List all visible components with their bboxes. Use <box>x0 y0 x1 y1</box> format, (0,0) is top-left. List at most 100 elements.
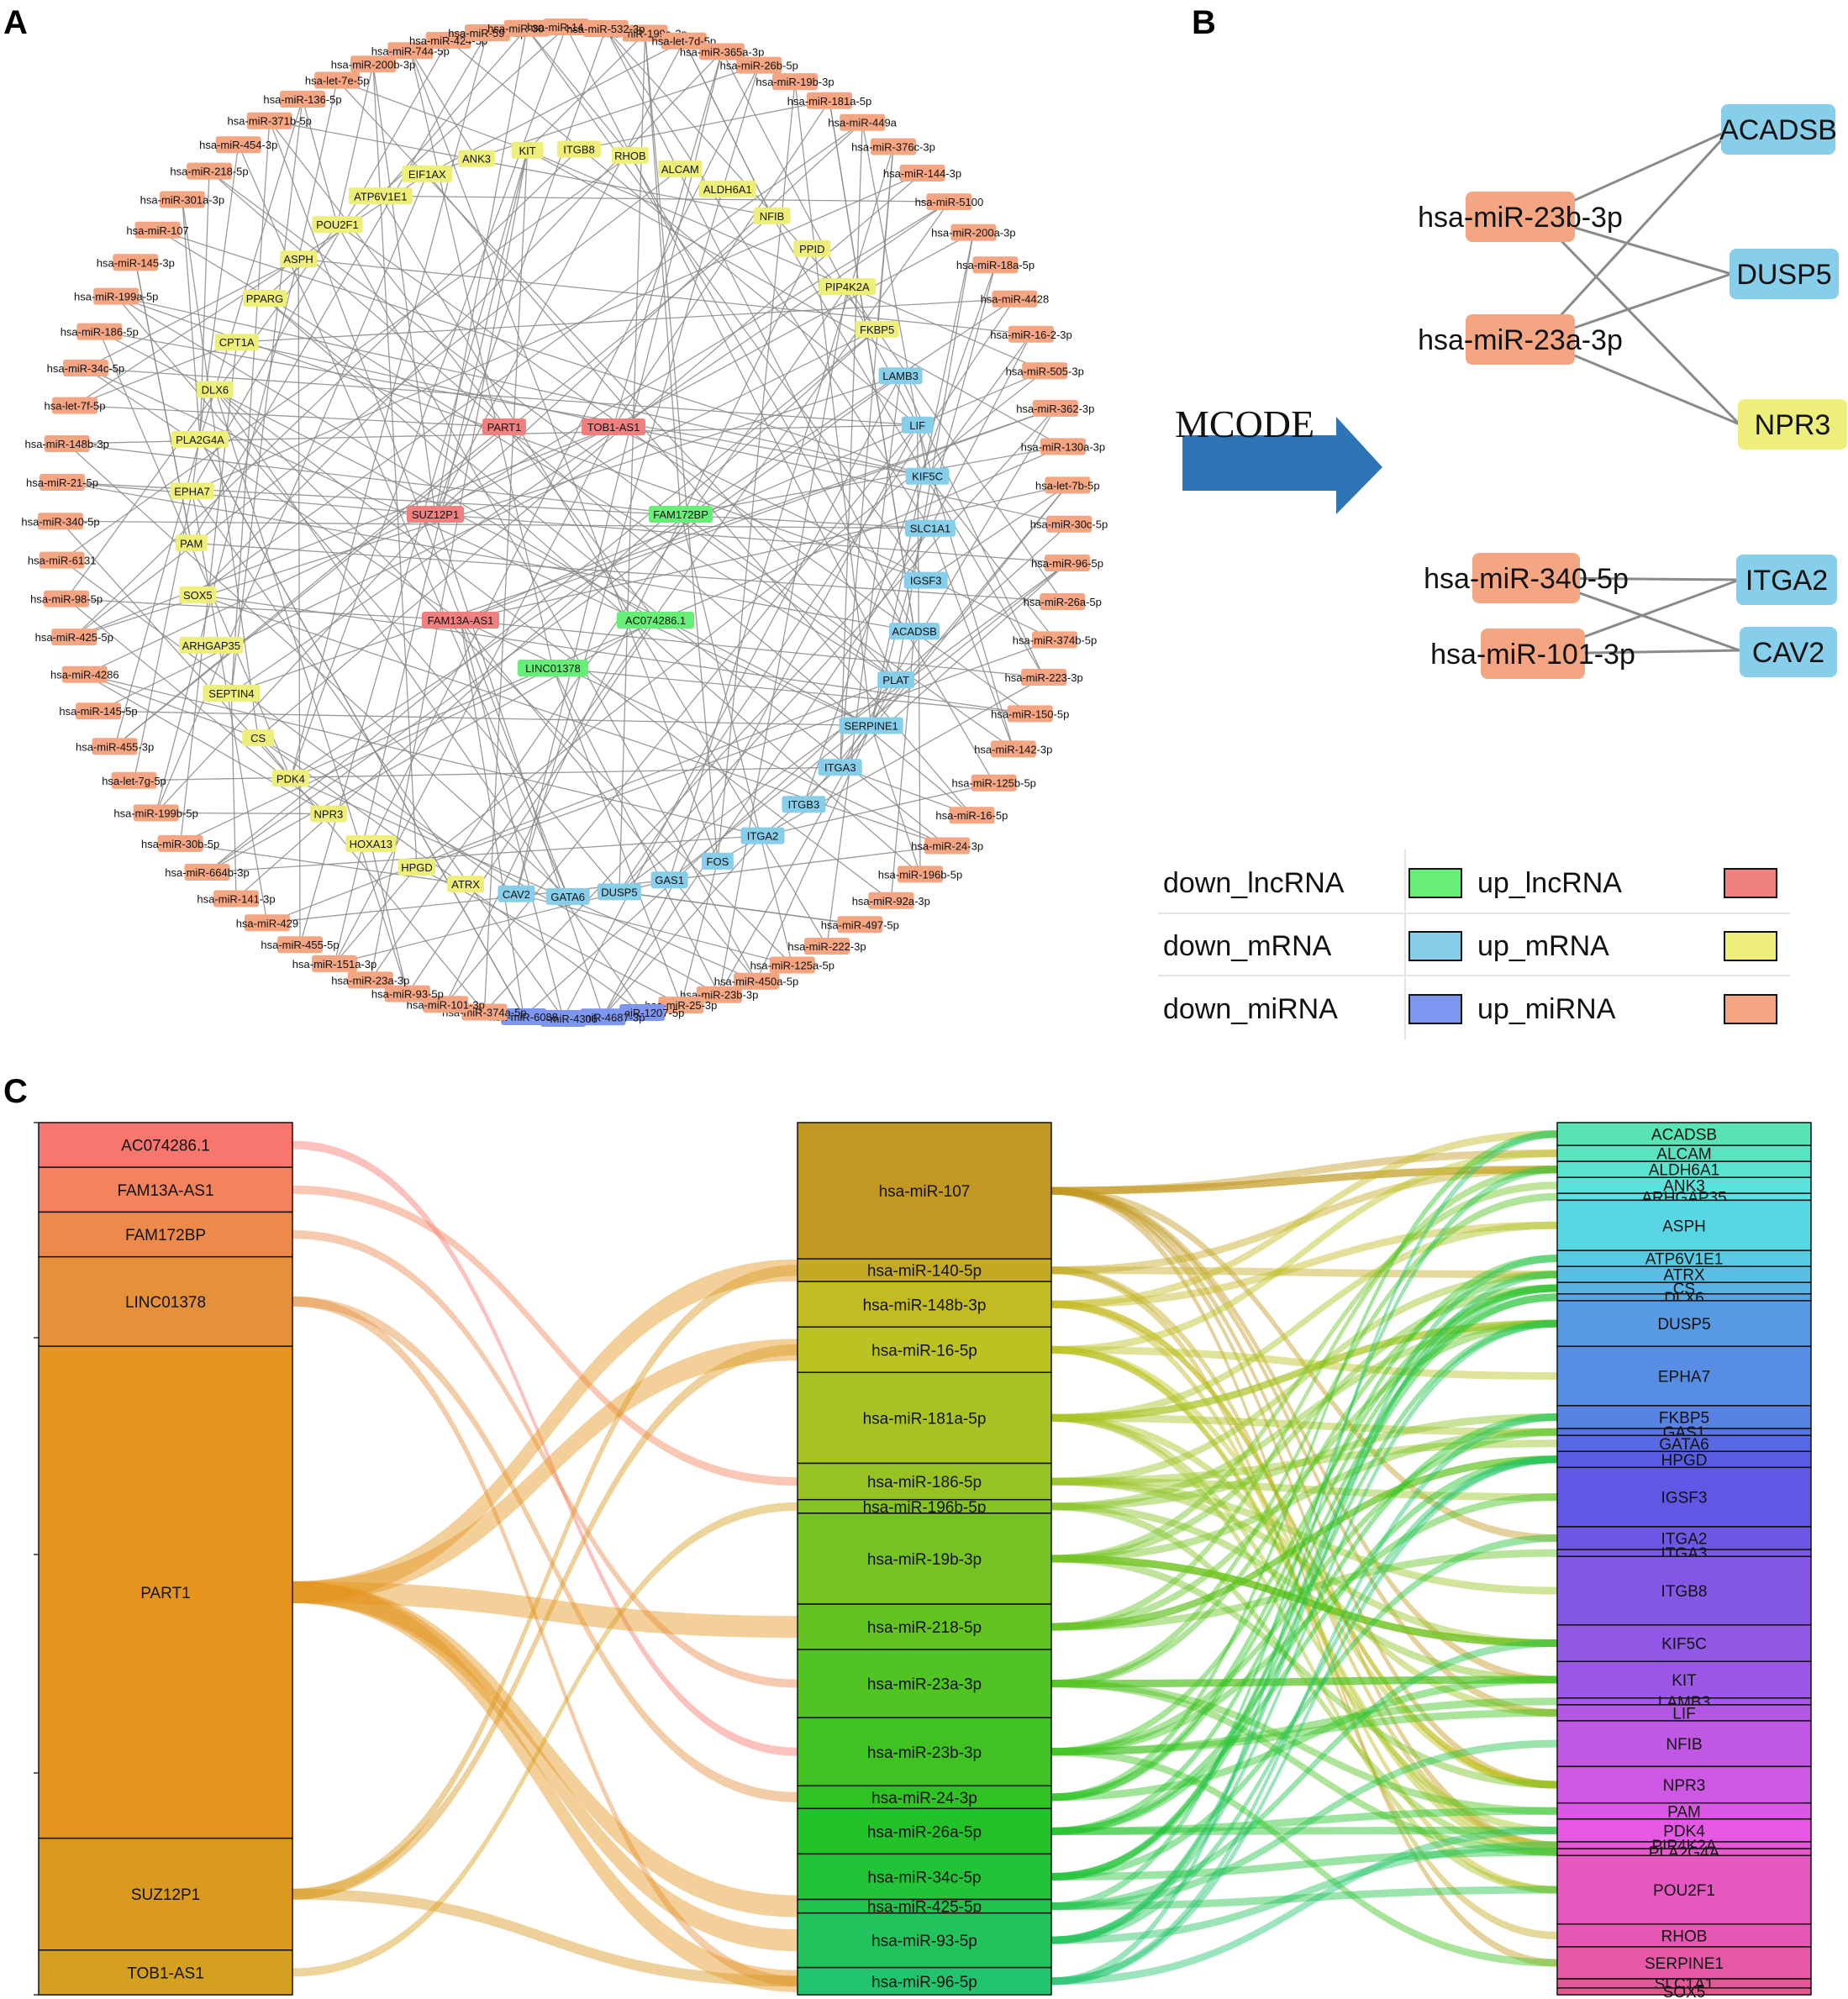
sankey-flow <box>1051 1149 1557 1195</box>
mcode-node-box <box>1466 192 1575 242</box>
network-edge <box>114 426 505 747</box>
node-label: NPR3 <box>314 808 344 821</box>
mcode-node-label: hsa-miR-101-3p <box>1430 639 1635 671</box>
node-box <box>1040 593 1086 610</box>
network-edge <box>613 426 1056 640</box>
node-label: ITGA3 <box>824 761 856 774</box>
node-box <box>214 334 259 351</box>
node-hsa-mir-186-5p: hsa-miR-186-5p <box>61 323 139 340</box>
sankey-flow <box>1051 1477 1557 1648</box>
network-edge <box>191 32 488 544</box>
legend-label-up-lncrna: up_lncRNA <box>1477 867 1622 899</box>
network-edge <box>846 286 1063 602</box>
node-box <box>1032 631 1077 649</box>
sankey-node-label: HPGD <box>1661 1452 1708 1470</box>
node-label: PLA2G4A <box>176 434 224 446</box>
sankey-ribbons <box>292 1130 1557 1992</box>
sankey-flow <box>1051 1130 1557 1802</box>
network-edge <box>434 201 950 515</box>
sankey-flow <box>1051 1675 1557 1688</box>
sankey-node-box <box>797 1603 1052 1650</box>
node-box <box>280 250 318 268</box>
node-box <box>1032 399 1078 417</box>
node-label: hsa-miR-150-5p <box>991 708 1069 720</box>
network-edge <box>191 491 268 923</box>
node-lif: LIF <box>901 416 934 434</box>
network-edge <box>236 298 1015 343</box>
sankey-node-box <box>1556 1624 1812 1663</box>
sankey-node-label: ASPH <box>1662 1218 1706 1235</box>
mcode-node-box <box>1736 555 1837 605</box>
sankey-node-box <box>797 1258 1052 1282</box>
network-edge <box>214 389 643 1013</box>
node-hsa-mir-199b-5p: hsa-miR-199b-5p <box>113 804 198 822</box>
sankey-flow <box>1051 1270 1557 1688</box>
sankey-node-fam172bp: FAM172BP <box>38 1211 293 1258</box>
sankey-node-part1: PART1 <box>38 1345 293 1839</box>
node-hsa-let-7e-5p: hsa-let-7e-5p <box>305 71 370 89</box>
sankey-node-label: hsa-miR-93-5p <box>871 1933 977 1950</box>
node-label: hsa-miR-26b-5p <box>720 60 798 72</box>
node-label: FAM172BP <box>653 508 708 521</box>
node-hsa-mir-93-5p: hsa-miR-93-5p <box>371 985 444 1002</box>
sankey-flow <box>1051 1554 1557 1648</box>
node-hsa-mir-30c-5p: hsa-miR-30c-5p <box>1030 515 1108 533</box>
sankey-flow <box>1051 1165 1557 1275</box>
node-label: hsa-miR-425-5p <box>35 631 113 644</box>
sankey-node-pou2f1: POU2F1 <box>1556 1854 1812 1925</box>
node-box <box>309 805 347 823</box>
network-edge <box>409 50 719 862</box>
node-sox5: SOX5 <box>179 586 217 603</box>
sankey-flow <box>1051 1428 1557 1756</box>
sankey-flow <box>1051 1221 1557 1422</box>
node-box <box>184 864 230 881</box>
node-label: hsa-miR-371b-5p <box>227 115 311 128</box>
sankey-flow <box>1051 1554 1557 1648</box>
network-edge <box>552 667 682 1006</box>
node-box <box>314 71 361 89</box>
network-edge <box>191 542 1063 602</box>
network-edge <box>870 725 921 875</box>
sankey-node-pam: PAM <box>1556 1802 1812 1821</box>
sankey-flow <box>1051 1165 1557 1195</box>
network-edge <box>380 195 950 203</box>
node-label: FKBP5 <box>860 324 894 336</box>
network-edge <box>98 331 292 779</box>
node-label: ARHGAP35 <box>182 639 240 652</box>
sankey-flow <box>1051 1455 1557 1631</box>
sankey-node-label: hsa-miR-19b-3p <box>867 1551 982 1569</box>
network-edge <box>334 426 614 965</box>
network-edge <box>619 891 861 925</box>
panel-c-letter: C <box>3 1073 28 1110</box>
sankey-node-box <box>38 1122 293 1168</box>
network-edge <box>99 330 928 477</box>
sankey-flow <box>1051 1186 1557 1717</box>
network-edge <box>562 375 902 1019</box>
sankey-flow <box>1051 1493 1557 1756</box>
node-box <box>196 381 234 398</box>
legend-label-down-lncrna: down_lncRNA <box>1163 867 1345 899</box>
network-edge <box>115 296 656 621</box>
node-label: ATRX <box>451 878 480 891</box>
node-hsa-mir-130a-3p: hsa-miR-130a-3p <box>1021 438 1105 455</box>
network-edge <box>180 843 466 885</box>
sankey-flow <box>1051 1165 1557 1911</box>
node-label: CS <box>250 732 266 744</box>
sankey-node-label: POU2F1 <box>1653 1882 1715 1900</box>
node-box <box>740 827 785 844</box>
node-label: hsa-miR-362-3p <box>1016 402 1094 415</box>
network-edge <box>114 215 772 747</box>
sankey-node-label: IGSF3 <box>1661 1490 1708 1507</box>
node-hsa-mir-150-5p: hsa-miR-150-5p <box>991 705 1069 723</box>
sankey-node-label: hsa-miR-24-3p <box>871 1790 977 1807</box>
node-label: PLAT <box>882 674 909 686</box>
node-box <box>38 513 83 530</box>
mcode-node-box <box>1740 627 1837 677</box>
node-label: hsa-miR-92a-3p <box>852 895 930 907</box>
sankey-node-label: hsa-miR-181a-5p <box>863 1410 987 1428</box>
node-label: PIP4K2A <box>825 281 870 293</box>
sankey-flow <box>1051 1534 1557 1881</box>
node-hsa-mir-455-5p: hsa-miR-455-5p <box>261 936 340 954</box>
node-label: hsa-let-7f-5p <box>45 400 106 413</box>
sankey-node-fam13a-as1: FAM13A-AS1 <box>38 1166 293 1213</box>
